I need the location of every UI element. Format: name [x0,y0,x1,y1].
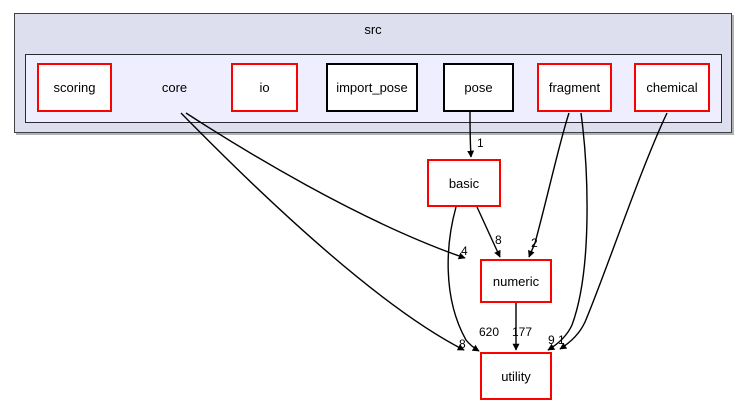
edge-label-core-utility: 8 [459,337,466,351]
edge-label-basic-utility: 620 [479,325,500,339]
edge-core-numeric [185,112,466,260]
node-label-scoring: scoring [53,80,96,95]
node-label-pose: pose [464,80,493,95]
node-core: core [137,63,212,112]
edge-basic-utility [447,206,480,352]
node-label-io: io [259,80,270,95]
edge-fragment-numeric [528,112,570,258]
edge-chemical-utility [559,112,668,350]
edge-label-basic-numeric: 8 [495,233,502,247]
edge-core-utility [180,112,465,351]
node-label-chemical: chemical [646,80,698,95]
edge-label-chemical-utility: 1 [558,333,565,347]
edge-label-fragment-utility: 9 [548,333,555,347]
node-fragment[interactable]: fragment [537,63,612,112]
node-scoring[interactable]: scoring [37,63,112,112]
node-label-fragment: fragment [548,80,601,95]
edge-pose-basic [467,111,475,158]
cluster-title-src: src [364,22,382,37]
node-label-core: core [161,80,188,95]
node-label-basic: basic [448,175,480,191]
node-io[interactable]: io [231,63,298,112]
edge-basic-numeric [476,206,501,258]
edge-label-core-numeric: 4 [461,244,468,258]
node-label-utility: utility [501,368,531,384]
node-utility[interactable]: utility [480,352,552,400]
edge-label-fragment-numeric: 2 [531,236,538,250]
node-label-numeric: numeric [492,273,540,289]
node-basic[interactable]: basic [427,159,501,207]
node-label-import-pose: import_pose [336,80,408,95]
node-chemical[interactable]: chemical [634,63,710,112]
edge-label-pose-basic: 1 [477,136,484,150]
node-pose[interactable]: pose [443,63,514,112]
node-import-pose[interactable]: import_pose [326,63,418,112]
edge-label-numeric-utility: 177 [512,325,533,339]
node-numeric[interactable]: numeric [480,259,552,303]
edge-fragment-utility [547,112,588,351]
